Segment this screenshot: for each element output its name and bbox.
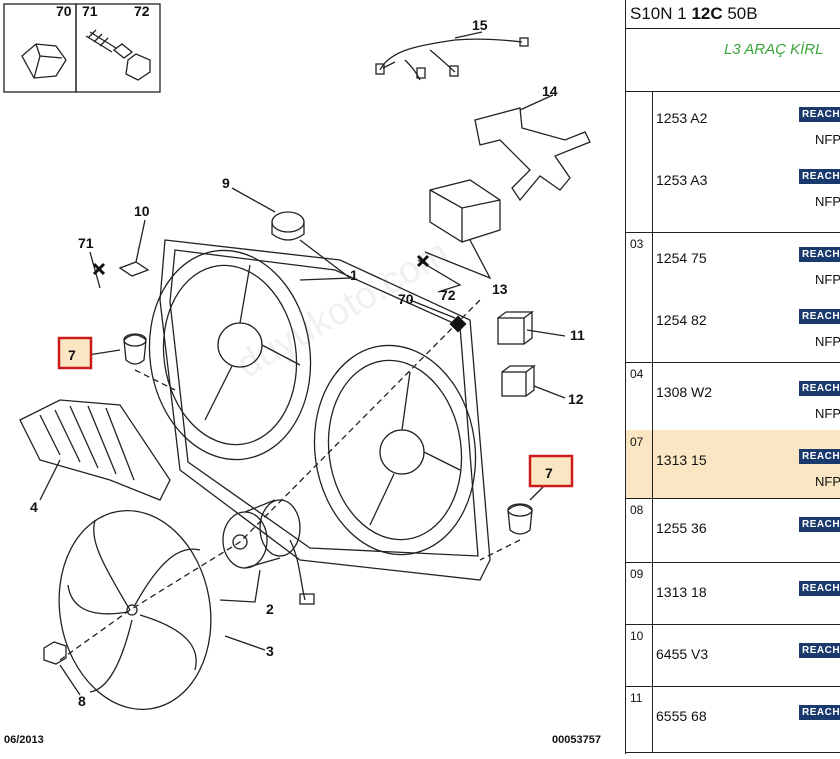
panel-title: S10N 1 12C 50B <box>626 0 840 29</box>
nfp-note: NFP <box>815 334 840 349</box>
row-divider <box>652 624 653 686</box>
reach-badge: REACH <box>799 517 840 532</box>
part-entry[interactable]: 1254 82REACH02NFP <box>656 300 840 349</box>
callout-72-b: 72 <box>440 287 456 303</box>
row-divider <box>652 430 653 498</box>
reach-badge: REACH <box>799 581 840 596</box>
part-entry[interactable]: 1255 36REACH02 <box>656 508 840 548</box>
title-bold: 12C <box>691 4 723 23</box>
legend-box-bolt <box>75 3 161 93</box>
part-entry[interactable]: 1254 75REACH02NFP <box>656 238 840 287</box>
row-index: 10 <box>630 629 644 643</box>
row-divider <box>652 498 653 562</box>
reach-badge: REACH <box>799 381 840 396</box>
nfp-note: NFP <box>815 272 840 287</box>
row-divider <box>652 362 653 430</box>
reach-badge: REACH <box>799 449 840 464</box>
part-code: 1254 82 <box>656 312 707 328</box>
diagram-drawing: 70 71 72 15 14 9 10 71 1 13 72 70 11 12 … <box>3 3 591 710</box>
part-entry[interactable]: 1313 15REACH02NFP <box>656 440 840 489</box>
exploded-parts-diagram: 70 71 72 15 14 9 10 71 1 13 72 70 11 12 … <box>3 3 591 710</box>
reach-badge: REACH <box>799 643 840 658</box>
callout-box-7-left <box>57 336 93 370</box>
panel-subtitle-row: L3 ARAÇ KİRL <box>626 29 840 92</box>
row-index: 08 <box>630 503 644 517</box>
reach-badge: REACH <box>799 309 840 324</box>
callout-11: 11 <box>570 327 585 343</box>
reach-badge: REACH <box>799 247 840 262</box>
part-code: 1313 15 <box>656 452 707 468</box>
callout-1: 1 <box>350 267 358 283</box>
part-code: 1308 W2 <box>656 384 713 400</box>
reach-badge: REACH <box>799 169 840 184</box>
callout-9: 9 <box>222 175 230 191</box>
part-entry[interactable]: 6555 68REACH01 <box>656 696 840 736</box>
nfp-note: NFP <box>815 132 840 147</box>
callout-72: 72 <box>134 3 150 19</box>
row-index: 11 <box>630 691 643 705</box>
callout-box-7-right <box>528 454 574 488</box>
part-entry[interactable]: 6455 V3REACH02 <box>656 634 840 674</box>
part-code: 1254 75 <box>656 250 707 266</box>
callout-7-right: 7 <box>545 465 553 481</box>
footer-date: 06/2013 <box>4 734 44 746</box>
part-code: 1253 A2 <box>656 110 708 126</box>
part-entry[interactable]: 1253 A3REACH01NFP <box>656 160 840 209</box>
callout-13: 13 <box>492 281 508 297</box>
nfp-note: NFP <box>815 474 840 489</box>
row-index: 04 <box>630 367 644 381</box>
callout-10: 10 <box>134 203 150 219</box>
part-code: 6555 68 <box>656 708 707 724</box>
callout-12: 12 <box>568 391 584 407</box>
title-suffix: 50B <box>722 4 758 23</box>
part-code: 6455 V3 <box>656 646 709 662</box>
callout-70-b: 70 <box>398 291 414 307</box>
title-prefix: S10N 1 <box>630 4 692 23</box>
part-code: 1255 36 <box>656 520 707 536</box>
callout-2: 2 <box>266 601 274 617</box>
row-index: 03 <box>630 237 644 251</box>
part-entry[interactable]: 1253 A2REACH01NFP <box>656 98 840 147</box>
part-code: 1253 A3 <box>656 172 708 188</box>
nfp-note: NFP <box>815 406 840 421</box>
parts-row[interactable]: 1253 A2REACH01NFP1253 A3REACH01NFP <box>626 92 840 233</box>
panel-subtitle: L3 ARAÇ KİRL <box>724 41 824 58</box>
part-entry[interactable]: 1308 W2REACH02NFP <box>656 372 840 421</box>
row-index: 09 <box>630 567 644 581</box>
reach-badge: REACH <box>799 705 840 720</box>
callout-14: 14 <box>542 83 558 99</box>
callout-15: 15 <box>472 17 488 33</box>
row-divider <box>652 562 653 624</box>
callout-7-left: 7 <box>68 347 76 363</box>
row-divider <box>652 92 653 232</box>
callout-4: 4 <box>30 499 38 515</box>
callout-71: 71 <box>82 3 98 19</box>
part-code: 1313 18 <box>656 584 707 600</box>
callout-3: 3 <box>266 643 274 659</box>
callout-8: 8 <box>78 693 86 709</box>
callout-71-b: 71 <box>78 235 94 251</box>
nfp-note: NFP <box>815 194 840 209</box>
row-index: 07 <box>630 435 644 449</box>
row-divider <box>652 232 653 362</box>
callout-70: 70 <box>56 3 72 19</box>
footer-ref-code: 00053757 <box>552 734 601 746</box>
reach-badge: REACH <box>799 107 840 122</box>
part-entry[interactable]: 1313 18REACH02 <box>656 572 840 612</box>
row-divider <box>652 686 653 752</box>
parts-list-panel: S10N 1 12C 50B L3 ARAÇ KİRL 1253 A2 REACH… <box>625 0 840 754</box>
